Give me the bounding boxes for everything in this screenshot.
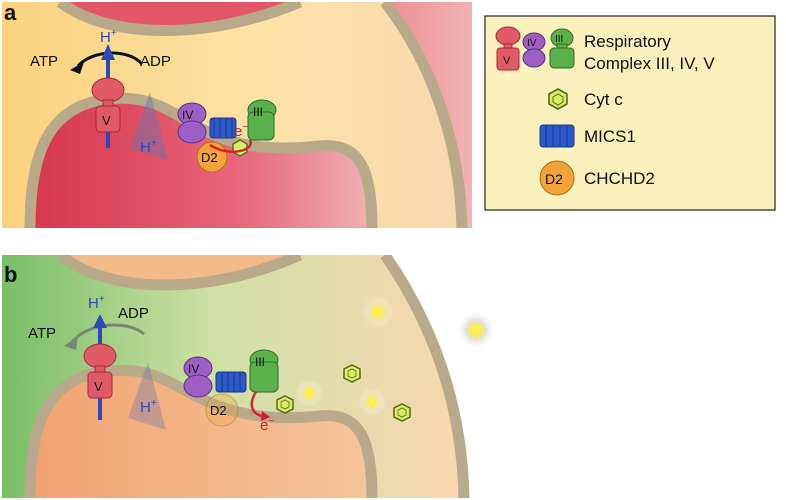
panel-a-atp-label: ATP [30,53,58,70]
panel-b-h-top-label: H+ [88,294,105,312]
panel-a-top-membrane [56,2,303,36]
panel-a-complex-v-label: V [102,113,111,128]
panel-b-top-membrane [56,255,303,291]
legend-mics1-icon [539,124,575,148]
panel-a-complex-iii: III [247,99,277,141]
panel-b-complex-iii: III [249,349,279,393]
panel-a: ATP ADP H+ V H+ IV III [2,0,472,228]
legend-complex-iv-label: IV [527,38,537,49]
panel-b-complex-v-label: V [94,379,103,394]
panel-b-mics1 [215,371,247,393]
legend-mics1-label: MICS1 [584,127,636,146]
panel-a-right-matrix [385,2,472,228]
panel-b-electron-arrowhead-icon [261,411,270,421]
legend-respiratory-line2: Complex III, IV, V [584,54,715,73]
panel-b-electron-label: e− [260,416,274,434]
legend-chchd2-icon-label: D2 [545,171,563,187]
panel-b-h-inner-label: H+ [140,398,157,416]
legend-complex-iv-icon: IV [522,32,546,68]
panel-b-outer-membrane [380,255,470,498]
panel-b: ATP ADP H+ V H+ IV III [2,255,496,498]
panel-b-complex-v: V [83,343,117,399]
panel-b-complex-iv-label: IV [188,362,199,376]
panel-b-arrowhead-icon [64,336,78,350]
panel-b-ros-glow [295,379,323,407]
legend-complex-iii-label: III [555,34,563,45]
legend-chchd2-label: CHCHD2 [584,169,655,188]
panel-b-complex-iv: IV [183,356,213,398]
panel-a-electron-label: e− [234,122,248,140]
legend-cytc-label: Cyt c [584,90,623,109]
legend-complex-v-icon: V [495,26,521,71]
panel-b-electron-leak-arrow [250,391,263,418]
legend-complex-iii-icon: III [549,28,575,69]
panel-b-chchd2-depleted [205,393,239,427]
panel-a-letter: a [4,0,17,25]
panel-b-letter: b [4,262,17,287]
panel-a-chchd2-label: D2 [201,150,218,165]
panel-a-h-top-label: H+ [100,28,117,46]
panel-b-adp-label: ADP [118,305,149,322]
legend-complex-v-label: V [503,55,511,67]
panel-b-released-cytc-icon [276,395,294,414]
panel-b-released-cytc-icon [343,364,361,383]
panel-a-h-inner-label: H+ [140,138,157,156]
legend: V IV III Respiratory Complex III, IV, V … [484,15,776,211]
panel-b-proton-arrowhead-icon [93,314,107,328]
panel-a-proton-pump-shadow [130,92,168,160]
panel-a-complex-iv: IV [177,102,207,144]
panel-a-proton-arrowhead-icon [101,44,115,60]
panel-a-adp-label: ADP [140,53,171,70]
panel-b-cristae-lumen [30,370,372,498]
panel-b-released-cytc-icon [393,403,411,422]
panel-b-ros-glow [362,296,394,328]
legend-respiratory-line1: Respiratory [584,32,671,51]
panel-b-chchd2-label: D2 [210,403,227,418]
panel-a-complex-iii-label: III [253,105,263,119]
panel-b-ros-glow-outside [456,310,496,350]
panel-a-cytc-icon [232,139,248,157]
panel-a-arrowhead-icon [70,62,84,74]
panel-a-complex-iv-label: IV [182,108,193,122]
panel-b-complex-iii-label: III [255,355,265,369]
panel-b-ros-glow [358,388,386,416]
panel-a-complex-v: V [91,77,125,133]
panel-a-electron-transfer-arrow [209,139,253,153]
panel-b-inner-membrane [24,364,378,498]
legend-cytc-icon [548,88,568,110]
panel-b-proton-pump-shadow [128,362,166,430]
panel-b-outside [385,255,472,498]
panel-a-outer-membrane [380,2,468,228]
panel-b-atp-label: ATP [28,325,56,342]
legend-chchd2-icon [539,160,575,196]
panel-a-mics1 [209,117,237,139]
